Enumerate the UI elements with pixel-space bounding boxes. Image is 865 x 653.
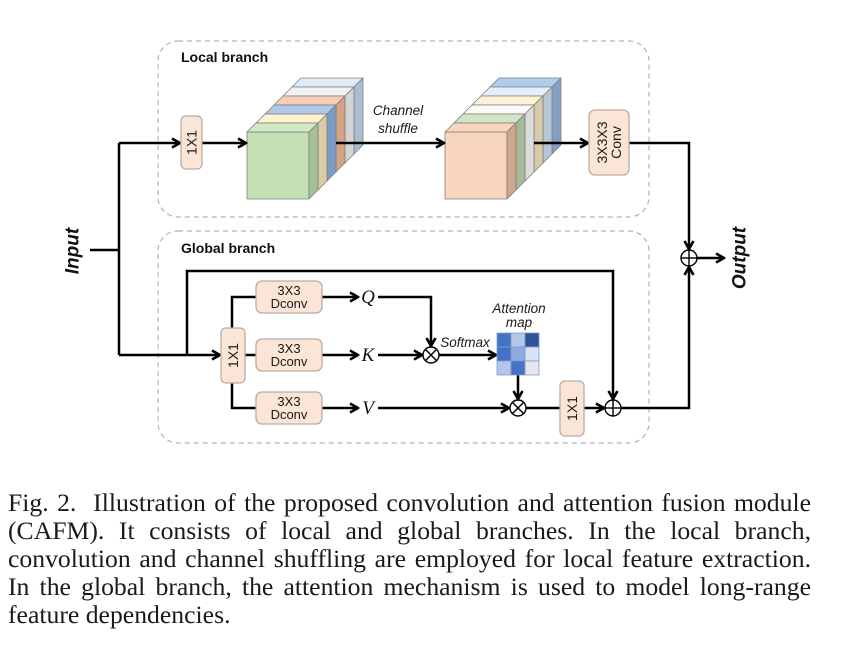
cube-layer-yellow-side [533, 95, 544, 173]
branch-q-line [230, 295, 256, 328]
global-branch-container [157, 230, 650, 444]
attention-map-label-line2: map [506, 315, 533, 330]
output-label: Output [730, 226, 751, 289]
caption-line: In the global branch, the attention mech… [8, 572, 811, 601]
cube-layer-salmon-front [444, 131, 508, 200]
cube-layer-salmon-top [444, 122, 517, 133]
cube-layer-light-blue-side [542, 86, 553, 164]
attention-map-cell [510, 346, 526, 362]
dconv-q-label-line2: Dconv [271, 296, 308, 311]
qk-multiply-icon [422, 346, 440, 364]
cube-layer-yellow-side [317, 113, 328, 191]
dconv-v-label-line1: 3X3 [277, 394, 300, 409]
local-1x1-conv-label: 1X1 [184, 130, 200, 155]
dconv-q-block [255, 280, 323, 314]
cube-layer-salmon-top [273, 95, 346, 106]
attention-v-multiply-icon [509, 399, 527, 417]
attention-map-label-line1: Attention [491, 301, 545, 316]
caption-line: convolution and channel shuffling are em… [8, 544, 811, 573]
global-sum-icon [604, 399, 622, 417]
caption-line: feature dependencies. [8, 600, 231, 629]
global-1x1-conv-out-label: 1X1 [564, 396, 580, 421]
local-branch-title: Local branch [181, 49, 268, 65]
q-to-multiply-line [378, 295, 431, 346]
global-branch-title: Global branch [181, 240, 275, 256]
dconv-k-label-line1: 3X3 [277, 341, 300, 356]
figure-caption: Fig. 2. Illustration of the proposed con… [8, 489, 811, 629]
attention-map-cell [496, 332, 512, 348]
attention-map-cell [524, 360, 540, 376]
attention-map-cell [496, 360, 512, 376]
cube-layer-salmon-side [335, 95, 346, 173]
attention-map-cell [510, 332, 526, 348]
conv3d-label-line2: Conv [608, 126, 624, 159]
local-1x1-conv-block [180, 115, 203, 170]
global-1x1-conv-out-block [559, 380, 585, 437]
cube-layer-yellow-top [255, 113, 328, 124]
feature-cube-before-shuffle [246, 77, 364, 200]
cube-layer-blue-side [326, 104, 337, 182]
attention-map-cell [524, 332, 540, 348]
key-label: K [361, 345, 376, 366]
query-label: Q [361, 287, 375, 308]
cube-layer-green-side [515, 113, 526, 191]
caption-line: Fig. 2. Illustration of the proposed con… [8, 488, 811, 517]
attention-map-cell [496, 346, 512, 362]
input-label: Input [63, 227, 84, 274]
cube-layer-white-side [524, 104, 535, 182]
conv3d-label-line1: 3X3X3 [594, 121, 610, 163]
dconv-k-block [255, 338, 323, 372]
final-sum-icon [680, 249, 698, 267]
cube-layer-yellow-top [471, 95, 544, 106]
attention-map-cell [524, 346, 540, 362]
global-output-line [621, 267, 689, 410]
global-1x1-conv-in-block [220, 327, 246, 384]
cafm-diagram: Local branch Global branch [63, 40, 751, 444]
channel-shuffle-label-line1: Channel [373, 103, 424, 118]
dconv-k-label-line2: Dconv [271, 354, 308, 369]
channel-shuffle-label-line2: shuffle [378, 121, 418, 136]
feature-cube-after-shuffle [444, 77, 562, 200]
cube-layer-blue-top [264, 104, 337, 115]
attention-map [496, 332, 540, 376]
global-1x1-conv-in-label: 1X1 [225, 343, 241, 368]
cube-layer-green-front [246, 131, 310, 200]
local-branch-container [157, 40, 650, 218]
cube-layer-gray-side [344, 86, 355, 164]
conv3d-block [588, 109, 630, 176]
cube-layer-green-top [246, 122, 319, 133]
cube-layer-salmon-side [506, 122, 517, 200]
value-label: V [362, 398, 376, 419]
dconv-q-label-line1: 3X3 [277, 283, 300, 298]
dconv-v-label-line2: Dconv [271, 407, 308, 422]
branch-v-line [230, 383, 256, 410]
caption-line: (CAFM). It consists of local and global … [8, 516, 811, 545]
cube-layer-green-side [308, 122, 319, 200]
attention-map-cell [510, 360, 526, 376]
dconv-v-block [255, 391, 323, 425]
cube-layer-gray-top [282, 86, 355, 97]
local-output-line [629, 141, 689, 249]
cube-layer-light-blue-top [480, 86, 553, 97]
cube-layer-light-blue-top [291, 77, 364, 88]
softmax-label: Softmax [440, 335, 491, 350]
cube-layer-blue-top [489, 77, 562, 88]
cube-layer-white-top [462, 104, 535, 115]
residual-skip-line [185, 269, 613, 399]
cube-layer-green-top [453, 113, 526, 124]
